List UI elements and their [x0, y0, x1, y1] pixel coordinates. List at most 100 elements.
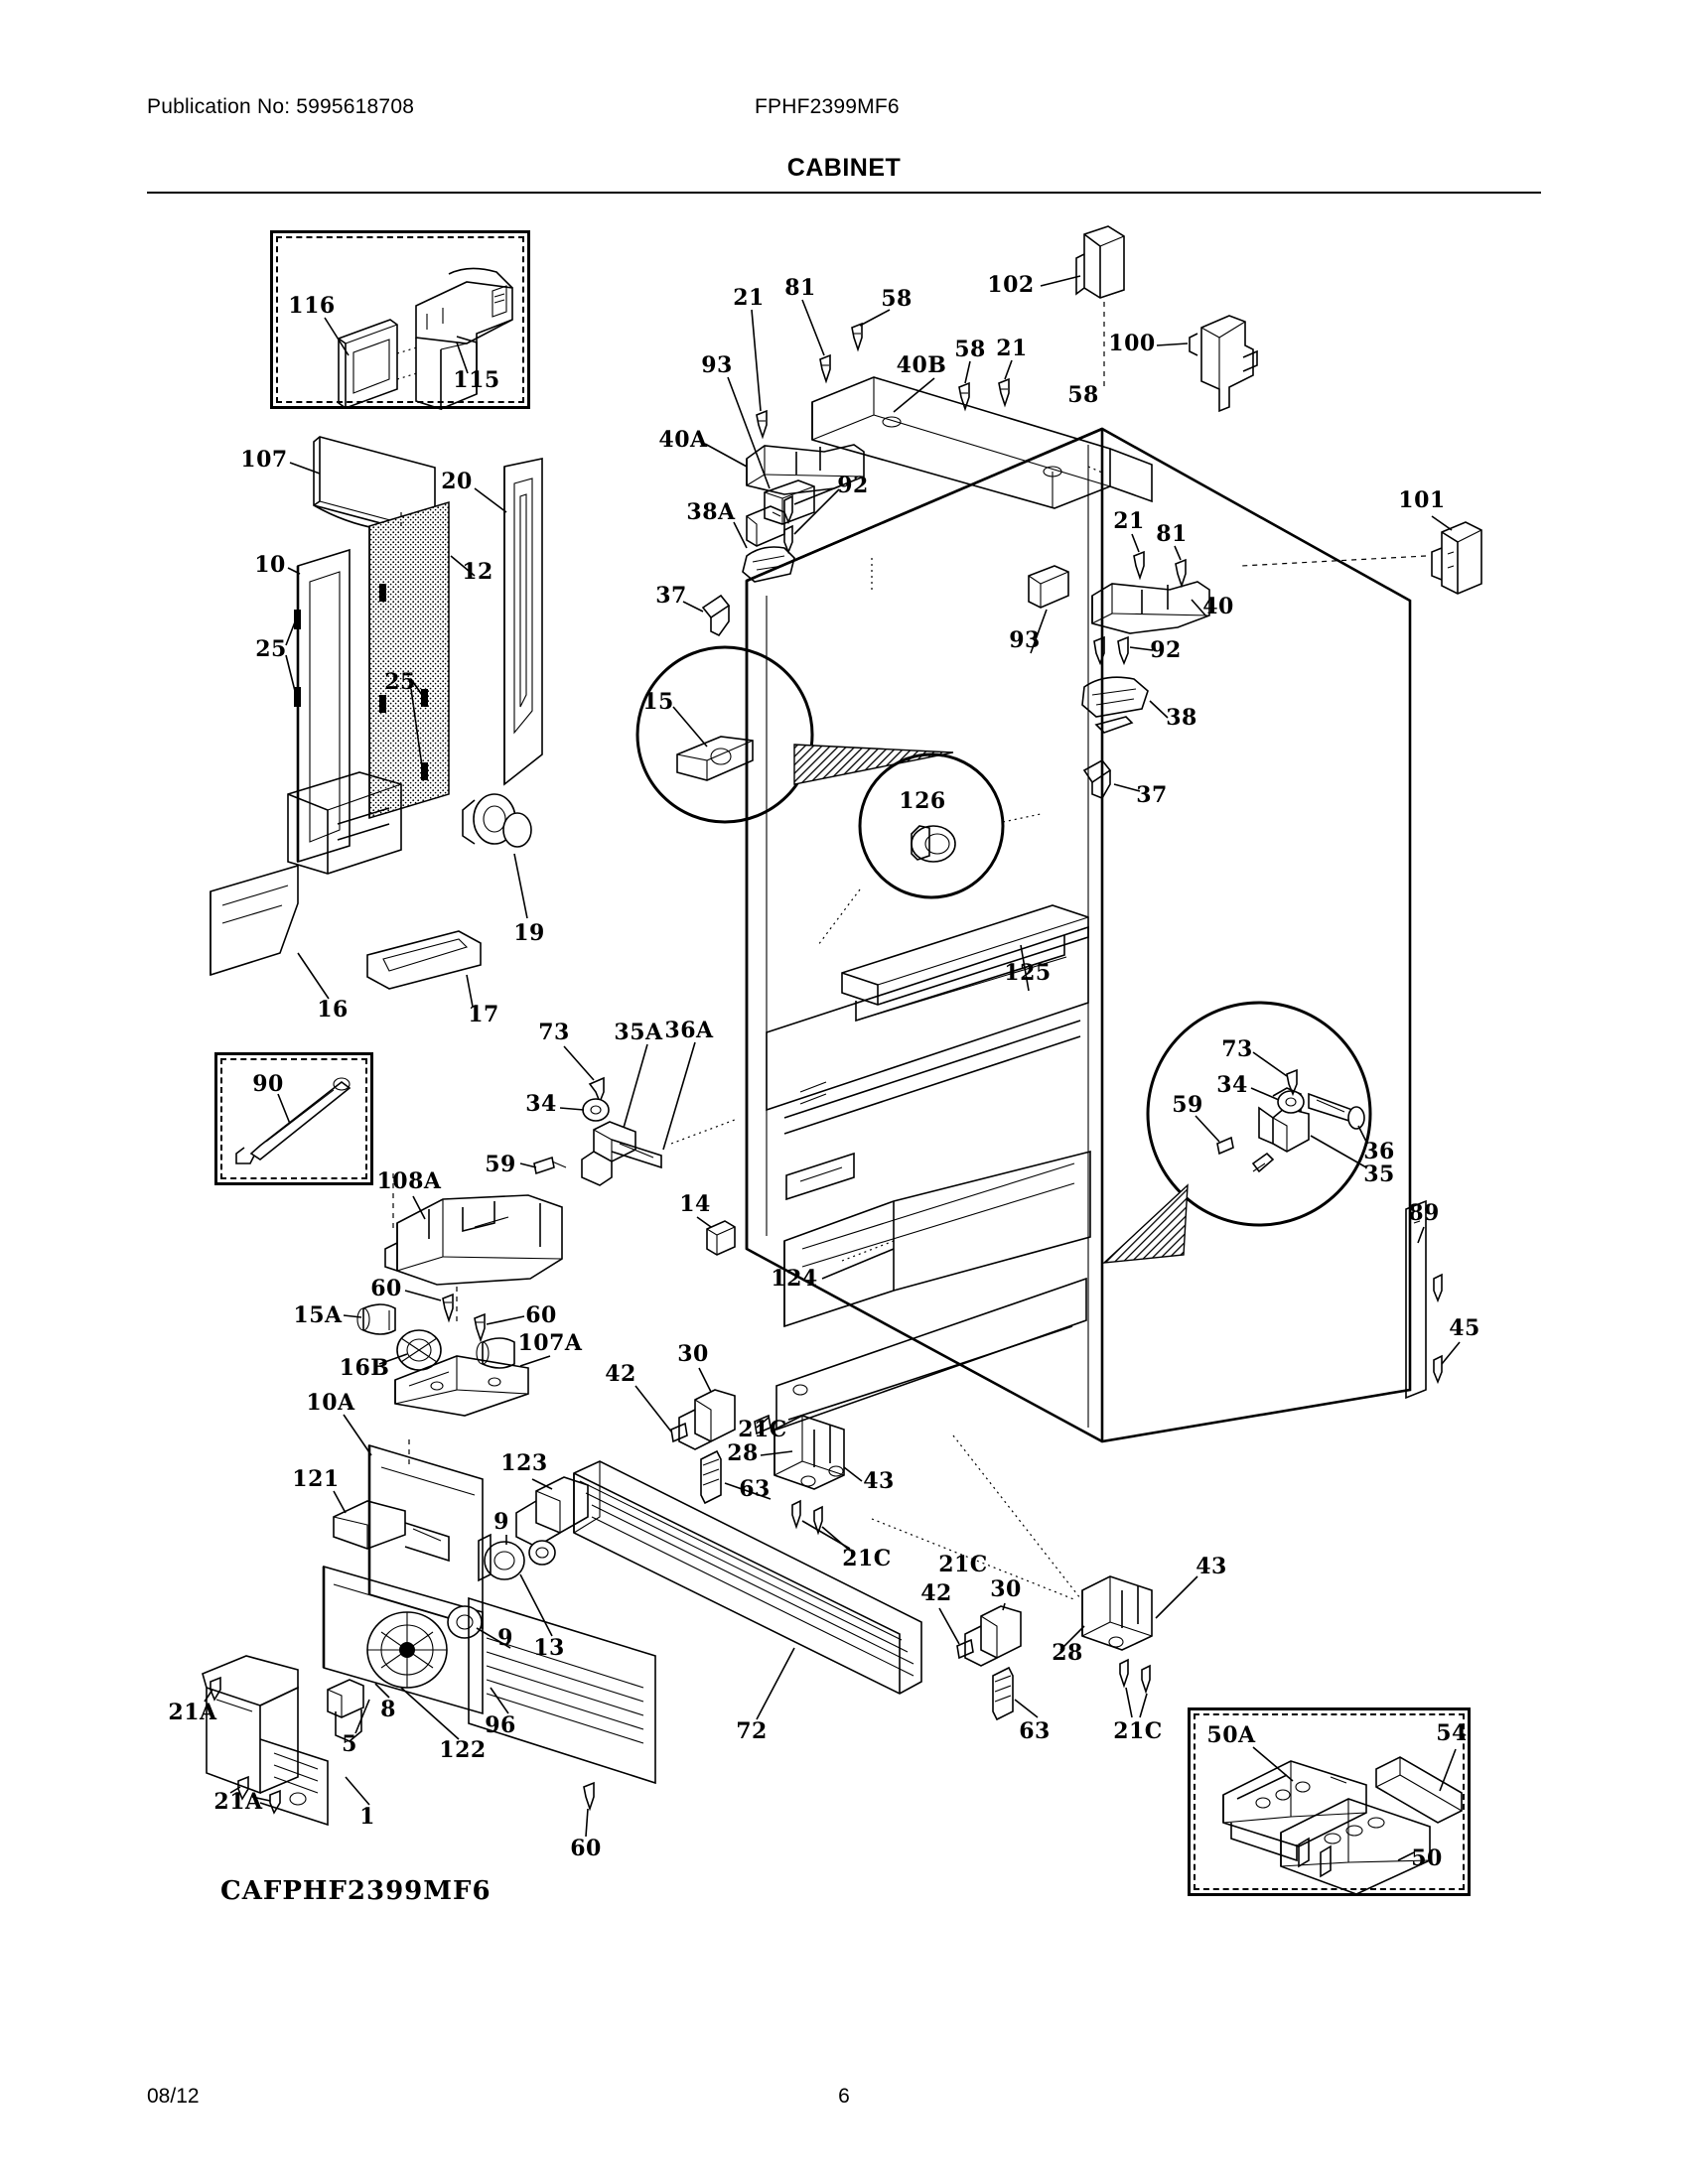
callout-89: 89 [1408, 1200, 1440, 1226]
callout-73: 73 [1221, 1036, 1253, 1062]
callout-107: 107 [240, 447, 288, 473]
callout-19: 19 [513, 920, 545, 946]
callout-37: 37 [655, 583, 687, 609]
callout-21: 21 [1113, 508, 1145, 534]
callout-81: 81 [1156, 521, 1188, 547]
callout-30: 30 [990, 1576, 1022, 1602]
callout-30: 30 [677, 1341, 709, 1367]
callout-42: 42 [920, 1580, 952, 1606]
header-divider [147, 192, 1541, 194]
callout-34: 34 [1216, 1072, 1248, 1098]
callout-60: 60 [570, 1836, 602, 1861]
callout-21a: 21A [213, 1789, 263, 1815]
light-tube-inset [214, 1052, 373, 1185]
callout-40b: 40B [896, 352, 947, 378]
kickplate-assembly [573, 1367, 1198, 1721]
callout-58: 58 [881, 286, 913, 312]
callout-115: 115 [453, 367, 500, 393]
main-cabinet [682, 225, 1482, 1443]
footer-page-number: 6 [838, 2085, 850, 2108]
callout-21c: 21C [1113, 1718, 1163, 1744]
callout-50a: 50A [1206, 1722, 1256, 1748]
callout-72: 72 [736, 1718, 768, 1744]
callout-36: 36 [1363, 1139, 1395, 1164]
callout-10a: 10A [306, 1390, 355, 1416]
callout-92: 92 [1150, 637, 1182, 663]
callout-93: 93 [1009, 627, 1041, 653]
callout-125: 125 [1004, 960, 1052, 986]
callout-45: 45 [1449, 1315, 1480, 1341]
callout-40a: 40A [658, 427, 708, 453]
model-number: FPHF2399MF6 [755, 95, 900, 118]
callout-21c: 21C [938, 1552, 988, 1577]
callout-10: 10 [254, 552, 286, 578]
callout-58: 58 [1067, 382, 1099, 408]
callout-60: 60 [525, 1302, 557, 1328]
callout-15: 15 [642, 689, 674, 715]
callout-40: 40 [1202, 594, 1234, 619]
callout-60: 60 [370, 1276, 402, 1301]
publication-number: Publication No: 5995618708 [147, 95, 415, 118]
callout-38: 38 [1166, 705, 1197, 731]
callout-54: 54 [1436, 1720, 1468, 1746]
callout-21: 21 [733, 285, 765, 311]
model-caption: CAFPHF2399MF6 [220, 1876, 492, 1906]
callout-35a: 35A [614, 1020, 663, 1045]
callout-90: 90 [252, 1071, 284, 1097]
callout-5: 5 [342, 1731, 357, 1757]
callout-21c: 21C [738, 1417, 787, 1442]
callout-38a: 38A [686, 499, 736, 525]
callout-63: 63 [1019, 1718, 1051, 1744]
callout-16b: 16B [339, 1355, 390, 1381]
callout-21c: 21C [842, 1546, 892, 1571]
callout-9: 9 [497, 1625, 513, 1651]
callout-28: 28 [727, 1440, 759, 1466]
callout-21: 21 [996, 336, 1028, 361]
callout-37: 37 [1136, 782, 1168, 808]
callout-102: 102 [987, 272, 1035, 298]
footer-date: 08/12 [147, 2085, 200, 2108]
callout-73: 73 [538, 1020, 570, 1045]
callout-8: 8 [380, 1697, 396, 1722]
callout-100: 100 [1108, 331, 1156, 356]
callout-96: 96 [485, 1712, 516, 1738]
callout-14: 14 [679, 1191, 711, 1217]
callout-92: 92 [837, 473, 869, 498]
callout-34: 34 [525, 1091, 557, 1117]
callout-124: 124 [771, 1266, 818, 1292]
callout-116: 116 [288, 293, 336, 319]
callout-93: 93 [701, 352, 733, 378]
callout-1: 1 [359, 1804, 375, 1830]
callout-63: 63 [739, 1476, 771, 1502]
callout-35: 35 [1363, 1161, 1395, 1187]
callout-42: 42 [605, 1361, 636, 1387]
callout-21a: 21A [168, 1700, 217, 1725]
machine-compartment-assembly [202, 1414, 656, 1838]
callout-16: 16 [317, 997, 349, 1023]
callout-59: 59 [485, 1152, 516, 1177]
callout-126: 126 [899, 788, 946, 814]
callout-20: 20 [441, 469, 473, 494]
callout-81: 81 [784, 275, 816, 301]
callout-28: 28 [1052, 1640, 1083, 1666]
callout-108a: 108A [376, 1168, 442, 1194]
door-panel-assembly [210, 436, 543, 1008]
callout-9: 9 [493, 1509, 509, 1535]
callout-17: 17 [468, 1002, 499, 1027]
callout-36a: 36A [664, 1018, 714, 1043]
callout-58: 58 [954, 337, 986, 362]
callout-25: 25 [255, 636, 287, 662]
callout-101: 101 [1398, 487, 1446, 513]
callout-123: 123 [500, 1450, 548, 1476]
page-title: CABINET [786, 154, 902, 182]
callout-12: 12 [462, 559, 493, 585]
callout-13: 13 [533, 1635, 565, 1661]
callout-43: 43 [863, 1468, 895, 1494]
callout-59: 59 [1172, 1092, 1203, 1118]
callout-122: 122 [439, 1737, 487, 1763]
callout-43: 43 [1196, 1554, 1227, 1579]
callout-25: 25 [384, 669, 416, 695]
callout-107a: 107A [517, 1330, 583, 1356]
detail-circle-126 [817, 752, 1042, 946]
